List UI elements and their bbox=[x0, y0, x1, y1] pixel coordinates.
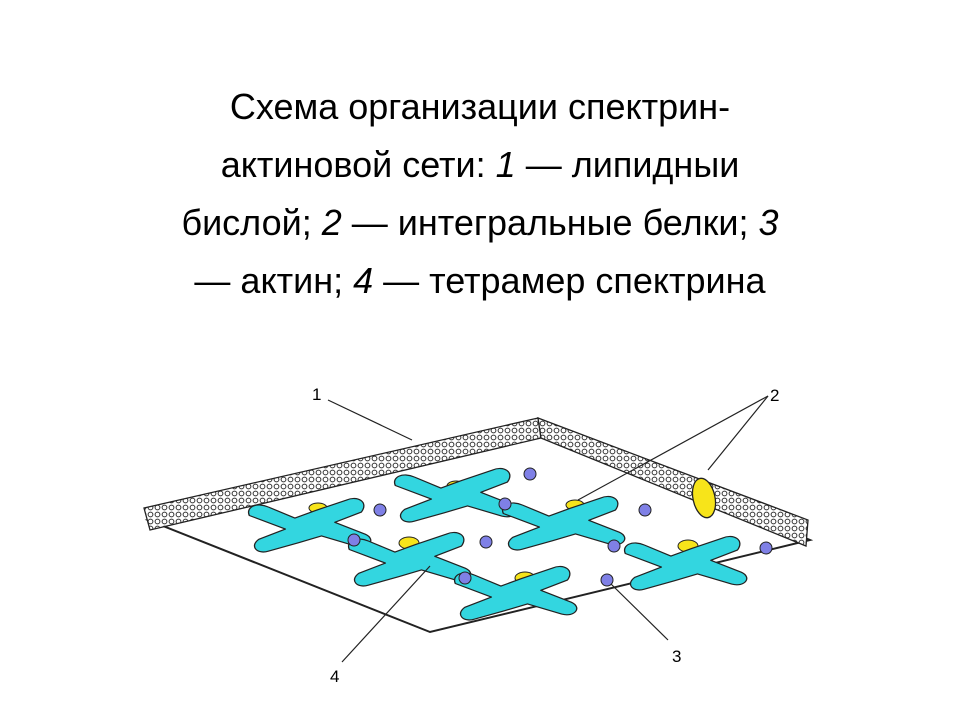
title-text: — интегральные белки; bbox=[341, 202, 759, 243]
legend-number-4: 4 bbox=[353, 260, 374, 301]
spectrin-actin-network-diagram: 1 2 3 4 bbox=[0, 360, 960, 700]
title-line-4: — актин; 4 — тетрамер спектрина bbox=[60, 252, 900, 310]
actin-node bbox=[600, 573, 614, 587]
actin-node bbox=[479, 535, 493, 549]
callout-4: 4 bbox=[330, 667, 339, 686]
actin-node bbox=[759, 541, 773, 555]
title-line-2: актиновой сети: 1 — липидныи bbox=[60, 136, 900, 194]
title-text: — липидныи bbox=[515, 144, 740, 185]
title-text: актиновой сети: bbox=[220, 144, 496, 185]
title-text: — актин; bbox=[194, 260, 354, 301]
leader-line-2b bbox=[707, 395, 769, 471]
actin-node bbox=[607, 539, 621, 553]
actin-node bbox=[458, 571, 472, 585]
callout-3: 3 bbox=[672, 647, 681, 666]
actin-node bbox=[373, 503, 387, 517]
callout-2: 2 bbox=[770, 386, 779, 405]
legend-number-1: 1 bbox=[495, 144, 516, 185]
title-text: — тетрамер спектрина bbox=[373, 260, 766, 301]
integral-protein-large bbox=[691, 477, 717, 519]
actin-node bbox=[638, 503, 652, 517]
legend-number-3: 3 bbox=[758, 202, 779, 243]
leader-line-4 bbox=[341, 565, 431, 663]
title-text: бислой; bbox=[181, 202, 322, 243]
title-text: Схема организации спектрин- bbox=[229, 86, 731, 127]
lipid-bilayer-right-edge bbox=[537, 417, 809, 547]
leader-line-2a bbox=[577, 395, 769, 501]
actin-junctions bbox=[347, 467, 773, 587]
callout-1: 1 bbox=[312, 385, 321, 404]
slide-title: Схема организации спектрин- актиновой се… bbox=[60, 78, 900, 310]
legend-number-2: 2 bbox=[321, 202, 342, 243]
title-line-1: Схема организации спектрин- bbox=[60, 78, 900, 136]
actin-node bbox=[523, 467, 537, 481]
title-line-3: бислой; 2 — интегральные белки; 3 bbox=[60, 194, 900, 252]
actin-node bbox=[498, 497, 512, 511]
leader-line-3 bbox=[610, 583, 669, 641]
leader-line-1 bbox=[327, 399, 413, 441]
actin-node bbox=[347, 533, 361, 547]
